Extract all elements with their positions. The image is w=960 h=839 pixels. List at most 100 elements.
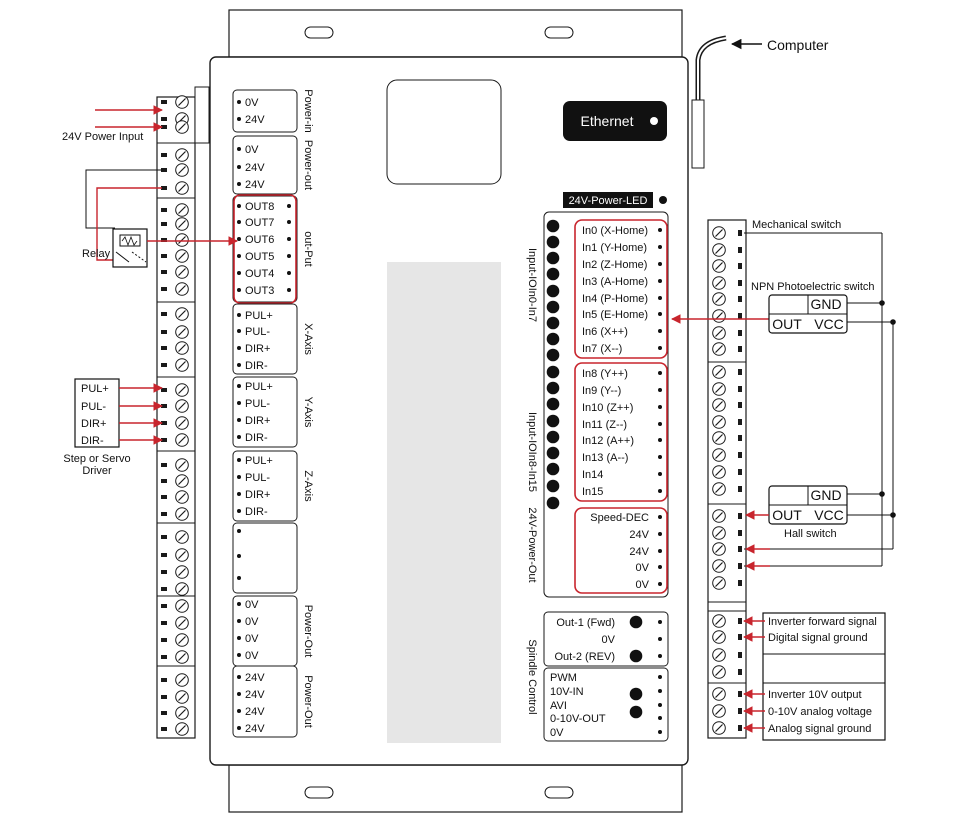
driver-label: Step or Servo bbox=[63, 453, 130, 465]
left-screw-terminal[interactable] bbox=[175, 548, 189, 562]
pin-label: 24V bbox=[629, 546, 649, 558]
bottom-flange bbox=[228, 764, 683, 813]
left-screw-terminal[interactable] bbox=[175, 358, 189, 372]
terminal-hole bbox=[738, 546, 742, 552]
left-screw-terminal[interactable] bbox=[175, 616, 189, 630]
pin-label: In8 (Y++) bbox=[582, 368, 628, 380]
left-screw-terminal[interactable] bbox=[175, 599, 189, 613]
left-screw-terminal[interactable] bbox=[175, 325, 189, 339]
terminal-hole bbox=[161, 270, 167, 274]
right-screw-terminal[interactable] bbox=[712, 665, 726, 679]
screw-slot bbox=[178, 151, 186, 159]
right-screw-terminal[interactable] bbox=[712, 721, 726, 735]
left-screw-terminal[interactable] bbox=[175, 95, 189, 109]
right-screw-terminal[interactable] bbox=[712, 448, 726, 462]
left-screw-terminal[interactable] bbox=[175, 307, 189, 321]
screw-slot bbox=[178, 436, 186, 444]
right-screw-terminal[interactable] bbox=[712, 243, 726, 257]
group-title: Power-Out bbox=[302, 675, 314, 728]
right-screw-terminal[interactable] bbox=[712, 342, 726, 356]
hall-out-label: OUT bbox=[772, 507, 802, 523]
right-screw-terminal[interactable] bbox=[712, 431, 726, 445]
right-screw-terminal[interactable] bbox=[712, 226, 726, 240]
junction-dot bbox=[890, 512, 896, 518]
status-led bbox=[546, 267, 560, 281]
right-screw-terminal[interactable] bbox=[712, 542, 726, 556]
left-group-y-axis: PUL+PUL-DIR+DIR-Y-Axis bbox=[232, 376, 314, 448]
left-screw-terminal[interactable] bbox=[175, 650, 189, 664]
pin-label: 0V bbox=[636, 579, 650, 591]
right-screw-terminal[interactable] bbox=[712, 292, 726, 306]
pin-label: OUT6 bbox=[245, 234, 274, 246]
screw-slot bbox=[178, 477, 186, 485]
pin-dot bbox=[658, 472, 662, 476]
npn-switch-label: NPN Photoelectric switch bbox=[751, 281, 875, 293]
right-screw-terminal[interactable] bbox=[712, 630, 726, 644]
ethernet-port[interactable]: Ethernet bbox=[563, 101, 667, 141]
left-screw-terminal[interactable] bbox=[175, 530, 189, 544]
left-screw-terminal[interactable] bbox=[175, 690, 189, 704]
left-screw-terminal[interactable] bbox=[175, 282, 189, 296]
right-screw-terminal[interactable] bbox=[712, 365, 726, 379]
right-screw-terminal[interactable] bbox=[712, 614, 726, 628]
right-screw-terminal[interactable] bbox=[712, 509, 726, 523]
left-screw-terminal[interactable] bbox=[175, 507, 189, 521]
group-title: Spindle Control bbox=[526, 639, 538, 714]
terminal-hole bbox=[738, 513, 742, 519]
left-screw-terminal[interactable] bbox=[175, 673, 189, 687]
right-screw-terminal[interactable] bbox=[712, 687, 726, 701]
right-screw-terminal[interactable] bbox=[712, 704, 726, 718]
left-screw-terminal[interactable] bbox=[175, 203, 189, 217]
left-screw-terminal[interactable] bbox=[175, 582, 189, 596]
right-screw-terminal[interactable] bbox=[712, 415, 726, 429]
right-screw-terminal[interactable] bbox=[712, 576, 726, 590]
power-led-label: 24V-Power-LED bbox=[569, 195, 648, 207]
pin-label: In14 bbox=[582, 469, 603, 481]
left-screw-terminal[interactable] bbox=[175, 148, 189, 162]
left-screw-terminal[interactable] bbox=[175, 383, 189, 397]
inverter-signal-box[interactable] bbox=[762, 612, 886, 741]
right-screw-terminal[interactable] bbox=[712, 559, 726, 573]
highlight-box bbox=[574, 219, 668, 359]
left-screw-terminal[interactable] bbox=[175, 416, 189, 430]
right-screw-terminal[interactable] bbox=[712, 526, 726, 540]
pin-dot bbox=[658, 262, 662, 266]
screw-slot bbox=[178, 184, 186, 192]
left-screw-terminal[interactable] bbox=[175, 181, 189, 195]
right-screw-terminal[interactable] bbox=[712, 259, 726, 273]
right-screw-terminal[interactable] bbox=[712, 648, 726, 662]
driver-signal-label: PUL- bbox=[81, 401, 106, 413]
right-screw-terminal[interactable] bbox=[712, 276, 726, 290]
left-screw-terminal[interactable] bbox=[175, 490, 189, 504]
right-screw-terminal[interactable] bbox=[712, 382, 726, 396]
screw-slot bbox=[715, 368, 723, 376]
left-screw-terminal[interactable] bbox=[175, 399, 189, 413]
pin-dot bbox=[237, 418, 241, 422]
left-screw-terminal[interactable] bbox=[175, 265, 189, 279]
right-screw-terminal[interactable] bbox=[712, 326, 726, 340]
left-screw-terminal[interactable] bbox=[175, 722, 189, 736]
left-screw-terminal[interactable] bbox=[175, 120, 189, 134]
left-screw-terminal[interactable] bbox=[175, 565, 189, 579]
left-screw-terminal[interactable] bbox=[175, 433, 189, 447]
pin-dot bbox=[658, 730, 662, 734]
left-screw-terminal[interactable] bbox=[175, 233, 189, 247]
right-screw-terminal[interactable] bbox=[712, 465, 726, 479]
terminal-hole bbox=[161, 463, 167, 467]
left-screw-terminal[interactable] bbox=[175, 217, 189, 231]
left-screw-terminal[interactable] bbox=[175, 341, 189, 355]
left-screw-terminal[interactable] bbox=[175, 633, 189, 647]
left-screw-terminal[interactable] bbox=[175, 706, 189, 720]
left-screw-terminal[interactable] bbox=[175, 474, 189, 488]
left-screw-terminal[interactable] bbox=[175, 249, 189, 263]
right-screw-terminal[interactable] bbox=[712, 482, 726, 496]
right-screw-terminal[interactable] bbox=[712, 398, 726, 412]
driver-box[interactable] bbox=[74, 378, 120, 448]
left-screw-terminal[interactable] bbox=[175, 458, 189, 472]
left-screw-terminal[interactable] bbox=[175, 163, 189, 177]
highlight-box bbox=[574, 362, 668, 502]
right-screw-terminal[interactable] bbox=[712, 309, 726, 323]
